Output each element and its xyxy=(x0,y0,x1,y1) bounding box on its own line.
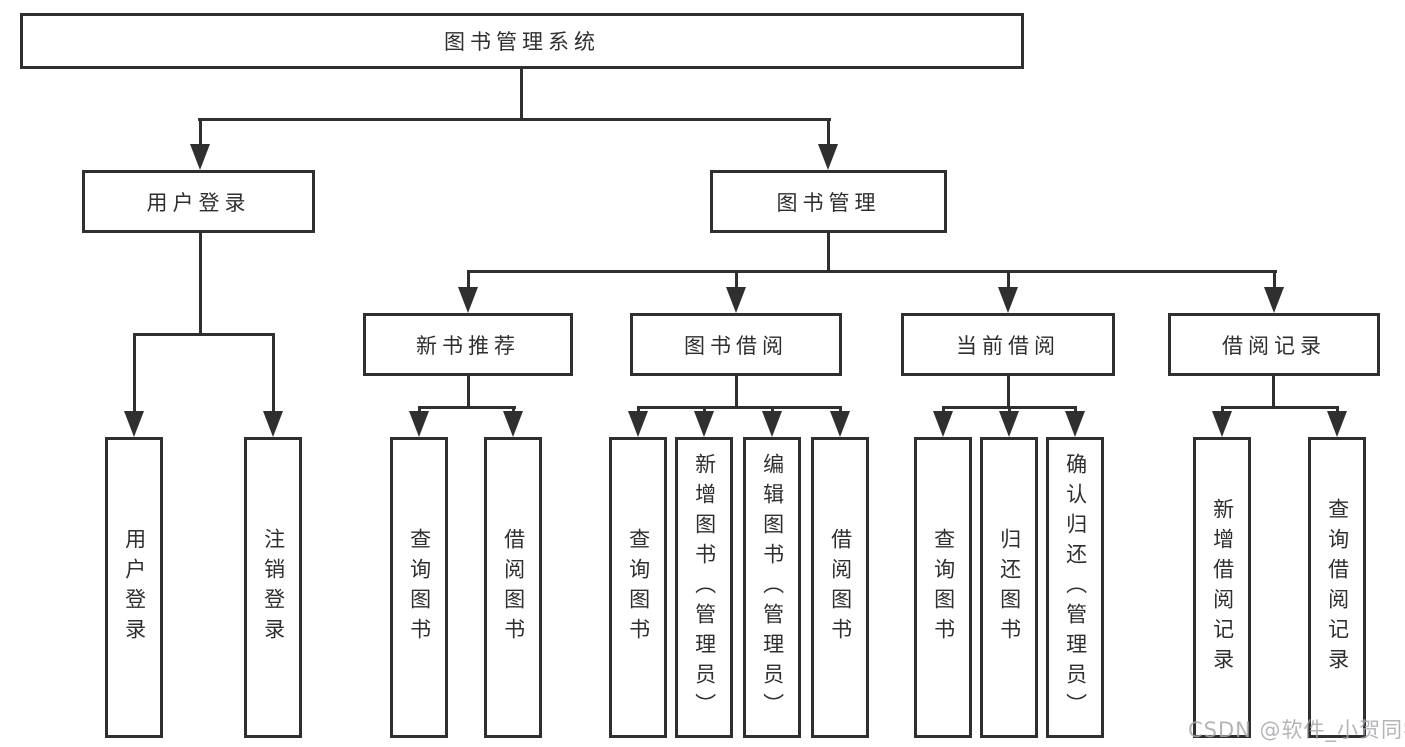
arrowhead-icon xyxy=(726,287,746,313)
connector-rail xyxy=(418,406,516,409)
node-label: 归还图书 xyxy=(997,527,1022,648)
connector-drop xyxy=(467,270,470,290)
connector-stem xyxy=(520,69,523,120)
leaf-return-book: 归还图书 xyxy=(980,437,1038,738)
node-label: 图书借阅 xyxy=(684,333,788,358)
node-label: 新书推荐 xyxy=(416,333,520,358)
node-label: 新增图书（管理员） xyxy=(692,452,717,723)
node-label: 确认归还（管理员） xyxy=(1063,452,1088,723)
leaf-query-books-borrow: 查询图书 xyxy=(609,437,667,738)
leaf-confirm-return-admin: 确认归还（管理员） xyxy=(1046,437,1104,738)
arrowhead-icon xyxy=(263,411,283,437)
node-label: 注销登录 xyxy=(261,527,286,648)
leaf-logout: 注销登录 xyxy=(244,437,302,738)
node-label: 图书管理 xyxy=(776,190,881,215)
node-label: 当前借阅 xyxy=(956,333,1060,358)
leaf-add-borrow-record: 新增借阅记录 xyxy=(1193,437,1251,738)
node-label: 查询图书 xyxy=(626,527,651,648)
node-label: 借阅图书 xyxy=(828,527,853,648)
connector-stem xyxy=(1007,376,1010,408)
leaf-add-book-admin: 新增图书（管理员） xyxy=(675,437,733,738)
arrowhead-icon xyxy=(458,287,478,313)
arrowhead-icon xyxy=(933,411,953,437)
leaf-edit-book-admin: 编辑图书（管理员） xyxy=(743,437,801,738)
node-new-book-recommend: 新书推荐 xyxy=(363,313,573,376)
connector-stem xyxy=(1272,376,1275,408)
node-label: 查询图书 xyxy=(407,527,432,648)
arrowhead-icon xyxy=(124,411,144,437)
connector-rail xyxy=(467,270,1277,273)
connector-stem xyxy=(467,376,470,408)
node-label: 新增借阅记录 xyxy=(1210,497,1235,678)
connector-stem xyxy=(199,233,202,335)
arrowhead-icon xyxy=(190,144,210,170)
arrowhead-icon xyxy=(409,411,429,437)
connector-rail xyxy=(1221,406,1339,409)
leaf-borrow-books-recommend: 借阅图书 xyxy=(484,437,542,738)
connector-drop xyxy=(272,333,275,415)
node-current-borrow: 当前借阅 xyxy=(901,313,1115,376)
node-book-management: 图书管理 xyxy=(710,170,947,233)
arrowhead-icon xyxy=(762,411,782,437)
connector-rail xyxy=(198,118,831,121)
leaf-query-books-recommend: 查询图书 xyxy=(390,437,448,738)
connector-drop xyxy=(1007,270,1010,290)
node-label: 用户登录 xyxy=(122,527,147,648)
arrowhead-icon xyxy=(628,411,648,437)
connector-rail xyxy=(133,333,275,336)
connector-stem xyxy=(827,233,830,272)
arrowhead-icon xyxy=(818,144,838,170)
connector-drop xyxy=(133,333,136,415)
leaf-user-login: 用户登录 xyxy=(105,437,163,738)
connector-rail xyxy=(637,406,842,409)
node-label: 借阅图书 xyxy=(501,527,526,648)
node-borrow-records: 借阅记录 xyxy=(1168,313,1380,376)
arrowhead-icon xyxy=(503,411,523,437)
node-label: 用户登录 xyxy=(146,190,251,215)
node-label: 查询图书 xyxy=(931,527,956,648)
leaf-query-books-current: 查询图书 xyxy=(914,437,972,738)
arrowhead-icon xyxy=(1065,411,1085,437)
connector-drop xyxy=(735,270,738,290)
node-label: 借阅记录 xyxy=(1222,333,1326,358)
connector-stem xyxy=(735,376,738,408)
arrowhead-icon xyxy=(1264,287,1284,313)
arrowhead-icon xyxy=(999,411,1019,437)
watermark-text: CSDN @软件_小贺同学 xyxy=(1188,718,1405,742)
node-user-login: 用户登录 xyxy=(82,170,315,233)
connector-drop xyxy=(827,118,830,148)
node-label: 图书管理系统 xyxy=(444,30,600,54)
arrowhead-icon xyxy=(998,287,1018,313)
connector-drop xyxy=(1273,270,1276,290)
leaf-borrow-books: 借阅图书 xyxy=(811,437,869,738)
arrowhead-icon xyxy=(1327,411,1347,437)
node-label: 查询借阅记录 xyxy=(1325,497,1350,678)
arrowhead-icon xyxy=(694,411,714,437)
arrowhead-icon xyxy=(1212,411,1232,437)
node-book-borrow: 图书借阅 xyxy=(630,313,842,376)
node-label: 编辑图书（管理员） xyxy=(760,452,785,723)
node-root: 图书管理系统 xyxy=(20,13,1024,69)
arrowhead-icon xyxy=(830,411,850,437)
leaf-query-borrow-record: 查询借阅记录 xyxy=(1308,437,1366,738)
connector-drop xyxy=(199,118,202,148)
